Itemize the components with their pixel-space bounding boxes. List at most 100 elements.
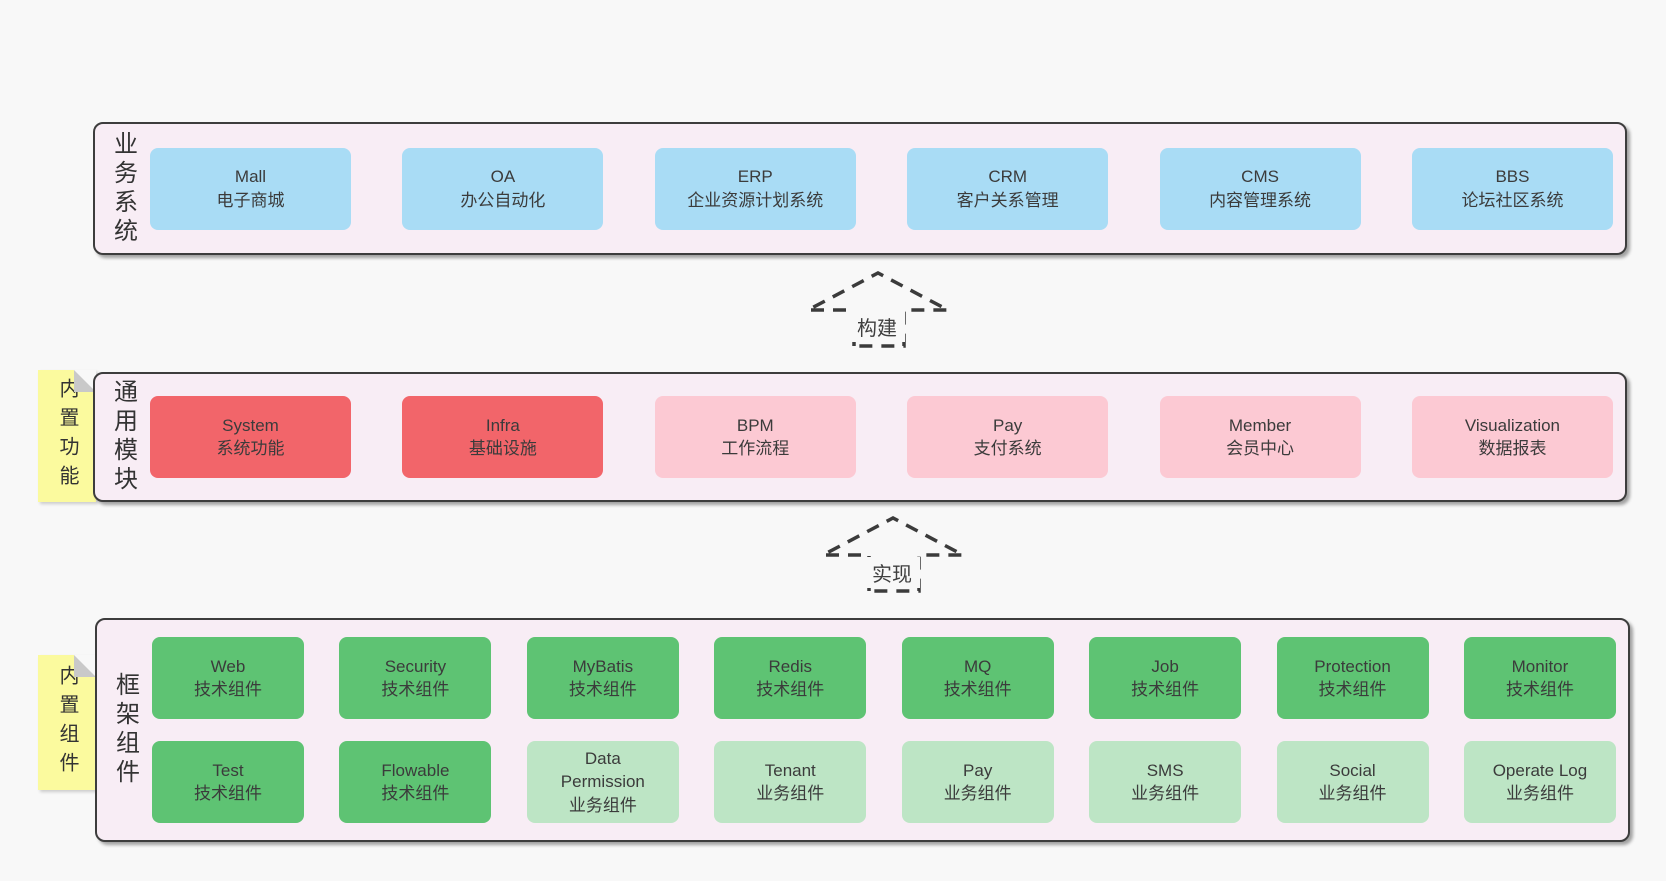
box-cms: CMS 内容管理系统 — [1159, 147, 1361, 230]
box-visualization: Visualization 数据报表 — [1411, 396, 1613, 478]
box-label-en: Flowable — [381, 760, 450, 780]
arrow-label-build: 构建 — [849, 311, 905, 342]
box-label-zh: 技术组件 — [1505, 680, 1574, 699]
component-boxes: Web 技术组件 Security 技术组件 MyBatis 技术组件 Redi… — [152, 637, 1628, 823]
box-label-zh: 技术组件 — [194, 784, 262, 803]
layer-label: 框架组件 — [111, 672, 139, 788]
box-member: Member 会员中心 — [1159, 396, 1361, 478]
box-label-zh: 业务组件 — [1131, 784, 1200, 803]
box-label-zh: 电子商城 — [216, 190, 285, 210]
box-label-zh: 客户关系管理 — [956, 190, 1059, 210]
layer-label-column: 通用模块 — [95, 374, 150, 500]
box-label-en: Infra — [485, 415, 520, 435]
box-label-en: Redis — [768, 656, 812, 676]
box-label-zh: 办公自动化 — [460, 190, 546, 210]
box-label-en: Tenant — [764, 760, 816, 780]
box-crm: CRM 客户关系管理 — [907, 147, 1109, 230]
box-label-zh: 技术组件 — [943, 680, 1012, 699]
box-label-en: MyBatis — [572, 656, 634, 676]
note-label: 内置功能 — [56, 378, 78, 494]
box-label-en: Social — [1329, 760, 1376, 780]
box-label-en: Monitor — [1511, 656, 1569, 676]
layer-label-column: 框架组件 — [97, 620, 152, 840]
layer-label: 业务系统 — [109, 130, 137, 247]
component-boxes-row2: Test 技术组件 Flowable 技术组件 Data Permission … — [152, 741, 1616, 823]
box-label-zh: 企业资源计划系统 — [687, 190, 824, 210]
note-fold-corner-icon — [74, 370, 96, 392]
box-sms: SMS 业务组件 — [1089, 741, 1242, 823]
box-label-zh: 技术组件 — [381, 680, 450, 699]
box-label-en: CMS — [1241, 167, 1279, 187]
box-erp: ERP 企业资源计划系统 — [654, 147, 856, 230]
box-label-en: BPM — [736, 415, 774, 435]
box-label-zh: 工作流程 — [721, 439, 790, 458]
box-label-zh: 基础设施 — [468, 439, 537, 458]
component-boxes-row1: Web 技术组件 Security 技术组件 MyBatis 技术组件 Redi… — [152, 637, 1616, 719]
layer-label-column: 业务系统 — [95, 124, 150, 253]
note-fold-corner-icon — [74, 655, 96, 677]
box-label-en: Security — [384, 656, 447, 676]
sticky-note-builtin-features: 内置功能 — [38, 370, 96, 502]
box-label-zh: 技术组件 — [568, 680, 637, 699]
box-label-zh: 支付系统 — [973, 439, 1042, 458]
box-label-zh: 论坛社区系统 — [1461, 190, 1564, 210]
layer-framework-components: 框架组件 Web 技术组件 Security 技术组件 MyBatis 技术组件… — [95, 618, 1630, 842]
box-label-en: SMS — [1146, 760, 1184, 780]
box-label-en: Data Permission — [560, 748, 645, 792]
note-label: 内置组件 — [56, 664, 78, 781]
box-bpm: BPM 工作流程 — [654, 396, 856, 478]
layer-common-modules: 通用模块 System 系统功能 Infra 基础设施 BPM 工作流程 Pay… — [93, 372, 1627, 502]
box-label-en: Pay — [993, 415, 1023, 435]
arrow-label-implement: 实现 — [864, 557, 920, 588]
box-system: System 系统功能 — [150, 396, 351, 478]
box-label-en: CRM — [988, 167, 1028, 187]
box-label-zh: 系统功能 — [216, 439, 285, 458]
box-mybatis: MyBatis 技术组件 — [526, 637, 679, 719]
box-data-permission: Data Permission 业务组件 — [526, 741, 679, 823]
box-label-en: Pay — [963, 760, 993, 780]
box-pay: Pay 支付系统 — [907, 396, 1109, 478]
box-social: Social 业务组件 — [1276, 741, 1429, 823]
sticky-note-builtin-components: 内置组件 — [38, 655, 96, 790]
layer-label: 通用模块 — [109, 379, 137, 495]
box-label-zh: 业务组件 — [756, 784, 825, 803]
box-label-zh: 会员中心 — [1226, 439, 1295, 458]
box-label-en: Test — [212, 760, 244, 780]
box-label-zh: 内容管理系统 — [1209, 190, 1312, 210]
box-label-en: Visualization — [1464, 415, 1561, 435]
box-label-en: BBS — [1495, 167, 1530, 187]
box-label-zh: 技术组件 — [381, 784, 450, 803]
box-label-zh: 业务组件 — [568, 795, 637, 815]
box-label-en: Web — [210, 656, 246, 676]
box-mall: Mall 电子商城 — [150, 147, 351, 230]
business-boxes: Mall 电子商城 OA 办公自动化 ERP 企业资源计划系统 CRM 客户关系… — [150, 147, 1625, 230]
box-oa: OA 办公自动化 — [402, 147, 604, 230]
box-label-zh: 数据报表 — [1478, 439, 1547, 458]
box-label-en: MQ — [963, 656, 992, 676]
box-label-zh: 技术组件 — [1318, 680, 1387, 699]
box-redis: Redis 技术组件 — [714, 637, 867, 719]
box-bbs: BBS 论坛社区系统 — [1411, 147, 1613, 230]
box-web: Web 技术组件 — [152, 637, 304, 719]
box-label-en: Job — [1151, 656, 1179, 676]
box-label-en: OA — [490, 167, 516, 187]
box-infra: Infra 基础设施 — [402, 396, 604, 478]
box-mq: MQ 技术组件 — [901, 637, 1054, 719]
box-label-zh: 业务组件 — [1505, 784, 1574, 803]
box-label-zh: 技术组件 — [194, 680, 262, 699]
box-label-zh: 业务组件 — [943, 784, 1012, 803]
module-boxes: System 系统功能 Infra 基础设施 BPM 工作流程 Pay 支付系统… — [150, 396, 1625, 478]
box-protection: Protection 技术组件 — [1276, 637, 1429, 719]
box-job: Job 技术组件 — [1089, 637, 1242, 719]
box-operate-log: Operate Log 业务组件 — [1463, 741, 1616, 823]
box-label-en: Protection — [1314, 656, 1391, 676]
box-label-zh: 技术组件 — [1131, 680, 1200, 699]
layer-business-systems: 业务系统 Mall 电子商城 OA 办公自动化 ERP 企业资源计划系统 CRM… — [93, 122, 1627, 255]
box-tenant: Tenant 业务组件 — [714, 741, 867, 823]
box-security: Security 技术组件 — [339, 637, 492, 719]
box-label-en: Member — [1228, 415, 1292, 435]
box-flowable: Flowable 技术组件 — [339, 741, 492, 823]
box-label-zh: 业务组件 — [1318, 784, 1387, 803]
box-label-en: Mall — [234, 167, 267, 187]
